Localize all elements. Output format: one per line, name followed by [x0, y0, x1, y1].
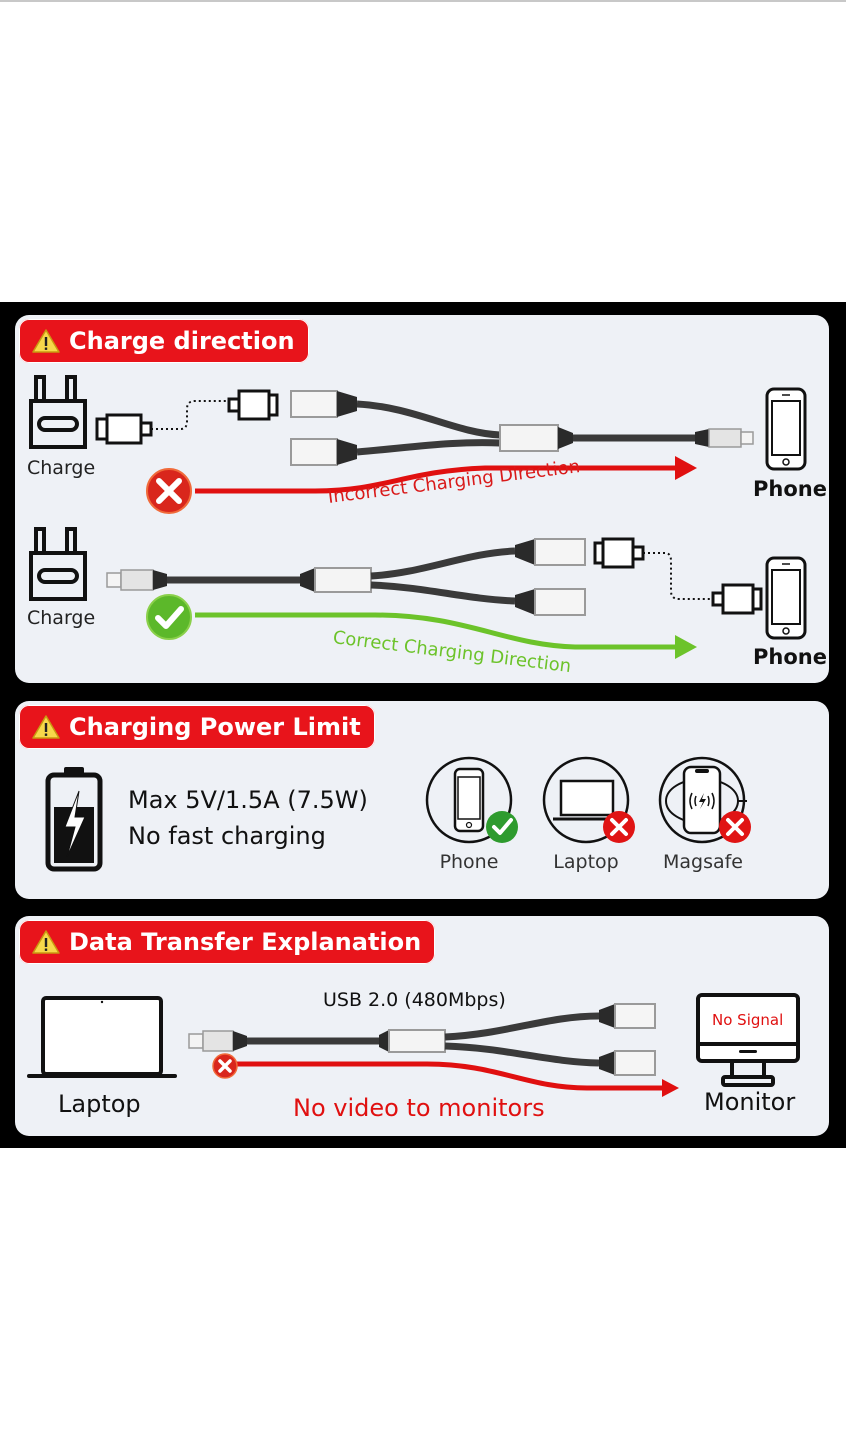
section-badge: Data Transfer Explanation: [19, 920, 436, 964]
section-badge: Charge direction: [19, 319, 309, 363]
usb-spec: USB 2.0 (480Mbps): [323, 989, 506, 1011]
device-label: Laptop: [553, 851, 619, 873]
phone-icon: [765, 556, 807, 640]
device-label: Phone: [439, 851, 499, 873]
cross-icon: [146, 468, 192, 514]
monitor-label: Monitor: [704, 1088, 796, 1116]
phone-label: Phone: [753, 477, 827, 501]
charge-direction-panel: Charge direction Charge: [15, 315, 829, 683]
correct-cable-diagram: [106, 537, 763, 616]
correct-direction-arrow: [195, 612, 697, 659]
section-badge: Charging Power Limit: [19, 705, 375, 749]
fast-charge-note: No fast charging: [128, 822, 326, 850]
cross-icon: [212, 1053, 238, 1079]
device-label: Magsafe: [662, 851, 744, 873]
laptop-label: Laptop: [58, 1090, 141, 1118]
monitor-screen-text: No Signal: [712, 1011, 784, 1029]
phone-icon: [425, 756, 518, 844]
warning-icon: [32, 329, 60, 353]
power-spec: Max 5V/1.5A (7.5W): [128, 786, 368, 814]
charger-label: Charge: [27, 457, 96, 479]
top-border: [0, 0, 846, 2]
charger-icon: [29, 375, 87, 449]
no-video-arrow: [237, 1061, 679, 1097]
phone-label: Phone: [753, 645, 827, 669]
laptop-icon: [27, 996, 177, 1078]
warning-icon: [32, 715, 60, 739]
phone-icon: [765, 387, 807, 471]
charger-icon: [29, 527, 87, 601]
section-title: Charge direction: [69, 327, 295, 355]
incorrect-direction-arrow: [195, 456, 697, 494]
infographic: Charge direction Charge: [0, 302, 846, 1148]
data-cable-diagram: [188, 1003, 656, 1076]
warning-icon: [32, 930, 60, 954]
laptop-icon: [542, 756, 635, 844]
section-title: Data Transfer Explanation: [69, 928, 422, 956]
battery-charging-icon: [45, 767, 103, 872]
check-icon: [146, 594, 192, 640]
charger-label: Charge: [27, 607, 96, 629]
incorrect-cable-diagram: [95, 389, 754, 466]
monitor-icon: [696, 993, 800, 1087]
no-video-note: No video to monitors: [293, 1094, 545, 1122]
section-title: Charging Power Limit: [69, 713, 361, 741]
power-limit-panel: Charging Power Limit Max 5V/1.5A (7.5W) …: [15, 701, 829, 899]
magsafe-icon: [658, 756, 751, 844]
data-transfer-panel: Data Transfer Explanation Laptop USB 2.0…: [15, 916, 829, 1136]
